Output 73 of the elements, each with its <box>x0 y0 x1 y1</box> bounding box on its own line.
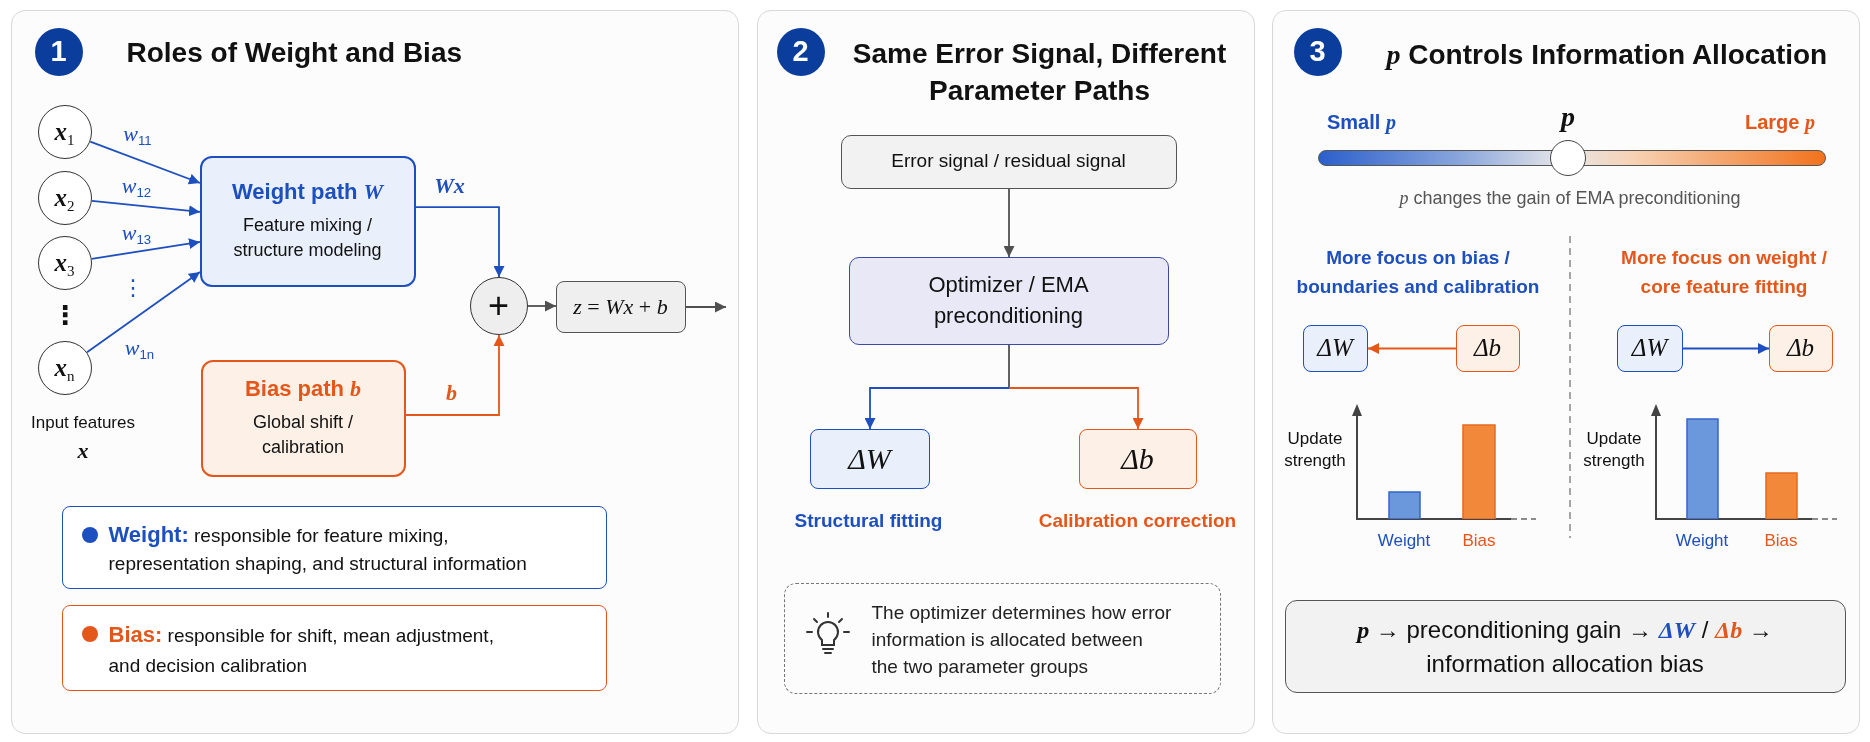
summary-box: p → preconditioning gain → ΔW / Δb → information allocation bias <box>1284 599 1846 693</box>
connector-line <box>1007 343 1010 389</box>
section-heading: More focus on weight / core feature fitting <box>1620 246 1828 299</box>
slider-label: p <box>1561 103 1575 131</box>
caption-text: Structural fitting <box>794 509 943 532</box>
arrow <box>1007 386 1143 430</box>
arrow <box>864 386 1010 430</box>
input-node: x$_{2}$ <box>37 170 92 225</box>
axis-label: Update strength <box>1582 428 1646 472</box>
box-title: Bias path b <box>244 376 362 402</box>
process-box <box>200 359 406 477</box>
delta-box: Δb <box>1078 428 1197 489</box>
number-badge: 2 <box>776 27 825 76</box>
panel-heading: Roles of Weight and Bias <box>126 35 463 70</box>
arrow <box>88 140 201 184</box>
delta-box: Δb <box>1768 324 1833 372</box>
input-node: x$_{3}$ <box>37 235 92 290</box>
panel-heading: Same Error Signal, Different Parameter Paths <box>851 36 1228 108</box>
section-heading: More focus on bias / boundaries and calibration <box>1295 246 1541 299</box>
edge-label: Wx <box>434 173 465 198</box>
process-box: Error signal / residual signal <box>840 134 1177 189</box>
box-text: Feature mixing / structure modeling <box>232 214 383 262</box>
arrow <box>90 199 201 216</box>
vertical-ellipsis: ⋮ <box>122 277 144 299</box>
panel <box>11 10 739 734</box>
category-label: Weight <box>1675 531 1729 551</box>
arrow <box>1681 342 1770 354</box>
category-label: Bias <box>1764 531 1798 551</box>
axis-label: Update strength <box>1283 428 1347 472</box>
arrow <box>526 300 557 311</box>
category-label: Bias <box>1462 531 1496 551</box>
edge-label: b <box>446 380 457 405</box>
delta-box: ΔW <box>809 428 930 489</box>
arrow <box>684 301 727 312</box>
input-node: x$_{1}$ <box>37 104 92 159</box>
output-box: z = Wx + b <box>555 280 686 333</box>
slider-label: Large p <box>1744 110 1815 134</box>
edge-label: w$_{13}$ <box>121 220 152 245</box>
box-title: Weight path W <box>231 179 384 205</box>
slider-label: Small p <box>1327 110 1396 134</box>
sum-node: + <box>469 276 528 335</box>
arrow <box>90 237 201 260</box>
arrow <box>1366 342 1457 354</box>
process-box: Optimizer / EMA preconditioning <box>848 256 1169 345</box>
arrow <box>404 333 504 416</box>
arrow <box>414 205 504 278</box>
process-box <box>199 155 416 287</box>
number-badge: 1 <box>34 27 83 76</box>
info-text: Bias: responsible for shift, mean adjustment, and decision calibration <box>108 620 495 678</box>
info-box <box>61 604 607 691</box>
number-badge: 3 <box>1293 27 1342 76</box>
box-text: Global shift / calibration <box>251 411 354 459</box>
vertical-ellipsis: ⋮ <box>52 302 78 328</box>
panel-heading: p Controls Information Allocation <box>1386 37 1828 72</box>
panel <box>757 10 1255 734</box>
note-text: The optimizer determines how error information is allocated between the two parameter groups <box>871 600 1172 679</box>
caption-text: p changes the gain of EMA preconditioning <box>1399 187 1741 209</box>
panel <box>1272 10 1860 734</box>
edge-label: w$_{11}$ <box>123 121 152 146</box>
delta-box: Δb <box>1455 324 1520 372</box>
delta-box: ΔW <box>1616 324 1683 372</box>
caption-text: Calibration correction <box>1038 509 1237 532</box>
info-box <box>61 505 607 589</box>
edge-label: w$_{12}$ <box>121 173 152 198</box>
edge-label: w$_{1n}$ <box>124 335 155 360</box>
arrow <box>1003 187 1014 258</box>
axis-label: Input features x <box>30 412 136 465</box>
delta-box: ΔW <box>1302 324 1368 372</box>
input-node: x$_{n}$ <box>37 340 92 395</box>
category-label: Weight <box>1377 531 1431 551</box>
info-text: Weight: responsible for feature mixing, representation shaping, and structural information <box>108 520 528 576</box>
arrow <box>85 270 201 353</box>
note-box <box>783 582 1221 694</box>
